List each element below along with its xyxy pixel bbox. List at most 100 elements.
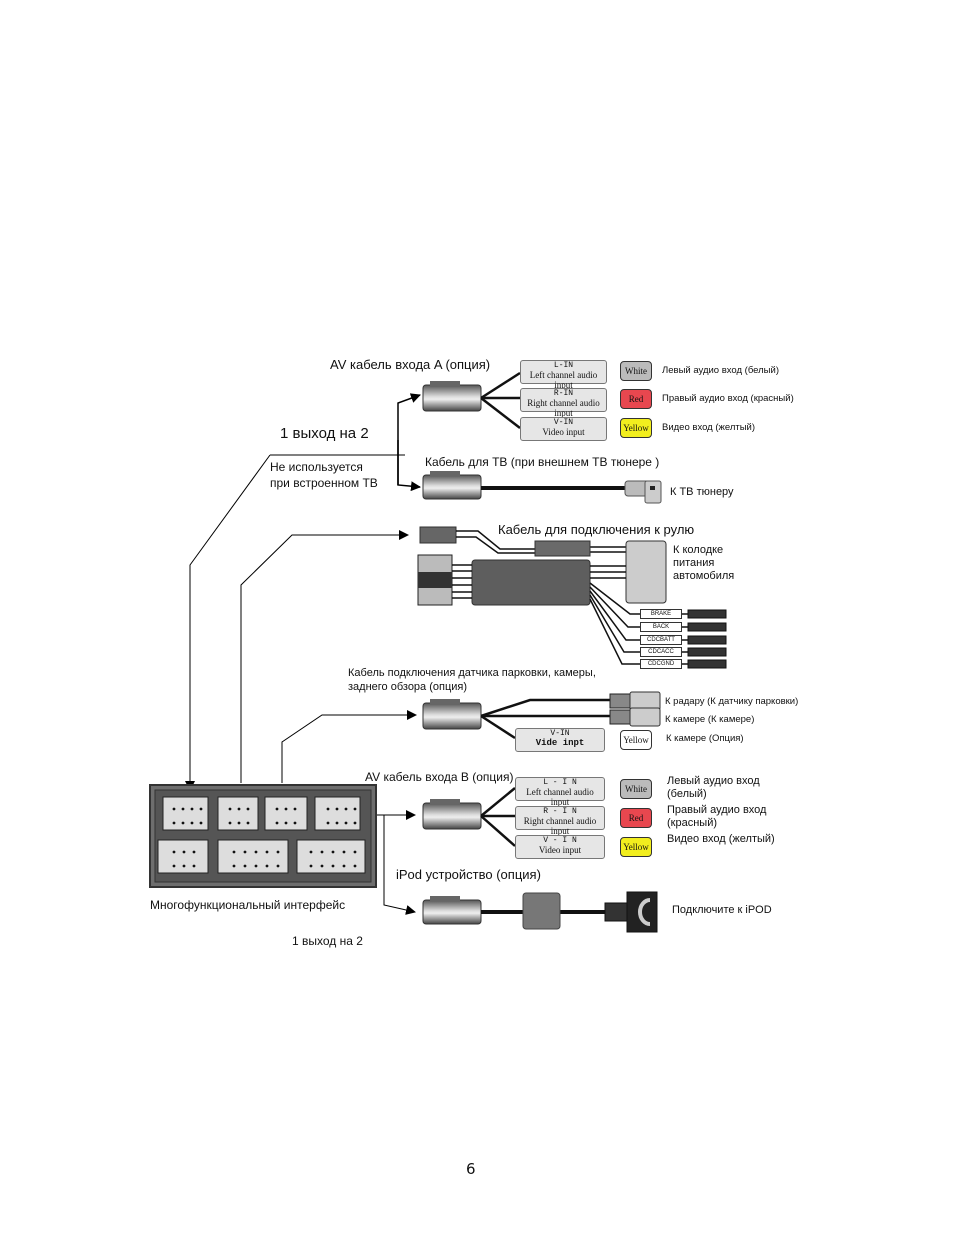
connector-pin bbox=[199, 807, 203, 811]
ipod-label: Подключите к iPOD bbox=[672, 904, 772, 916]
connector-pin bbox=[228, 807, 232, 811]
wire-label: BACK bbox=[640, 622, 682, 632]
wire-terminal bbox=[687, 659, 727, 669]
connector-pin bbox=[246, 821, 250, 825]
wire-terminal bbox=[687, 622, 727, 632]
page-number: 6 bbox=[466, 1160, 476, 1178]
wire-label: BRAKE bbox=[640, 609, 682, 619]
av-a-rca-plug: White bbox=[620, 361, 652, 381]
ipod-title: iPod устройство (опция) bbox=[396, 867, 541, 882]
parking-video-label: К камере (Опция) bbox=[666, 733, 744, 744]
connector-pin bbox=[243, 850, 247, 854]
connector-pin bbox=[199, 821, 203, 825]
camera-label: К камере (К камере) bbox=[665, 714, 755, 725]
av-b-input-label: Правый аудио вход bbox=[667, 804, 767, 816]
connector-pin bbox=[237, 821, 241, 825]
parking-video-box: V-IN Vide inpt bbox=[515, 728, 605, 752]
connector-pin bbox=[326, 807, 330, 811]
av-b-input-label-2: (белый) bbox=[667, 788, 707, 800]
wire-terminal bbox=[687, 635, 727, 645]
not-used-note-2: при встроенном ТВ bbox=[270, 476, 378, 490]
av-b-rca-plug: Yellow bbox=[620, 837, 652, 857]
connector-pin bbox=[265, 850, 269, 854]
av-cable-b-title: AV кабель входа B (опция) bbox=[365, 770, 514, 784]
av-a-input-label: Видео вход (желтый) bbox=[662, 422, 756, 433]
connector-pin bbox=[190, 821, 194, 825]
connector-pin bbox=[172, 807, 176, 811]
connector-pin bbox=[309, 850, 313, 854]
connector-pin bbox=[293, 821, 297, 825]
wire-terminal bbox=[687, 609, 727, 619]
connector-pin bbox=[232, 864, 236, 868]
connector-pin bbox=[228, 821, 232, 825]
connector-pin bbox=[284, 807, 288, 811]
connector-pin bbox=[331, 864, 335, 868]
connector-pin bbox=[353, 807, 357, 811]
connector-pin bbox=[335, 821, 339, 825]
av-b-input-label: Видео вход (желтый) bbox=[667, 833, 775, 845]
connector-pin bbox=[331, 850, 335, 854]
wire-label: CDCGND bbox=[640, 659, 682, 669]
tv-tuner-label: К ТВ тюнеру bbox=[670, 486, 734, 498]
ipod-dock-connector bbox=[604, 891, 658, 933]
connector-pin bbox=[353, 864, 357, 868]
connector-pin bbox=[254, 850, 258, 854]
connector-pin bbox=[181, 821, 185, 825]
connector-pin bbox=[293, 807, 297, 811]
connector-pin bbox=[172, 850, 176, 854]
connector-pin bbox=[276, 850, 280, 854]
tv-plug bbox=[422, 471, 482, 500]
connector-pin bbox=[275, 807, 279, 811]
interface-title: Многофункциональный интерфейс bbox=[150, 898, 346, 912]
connector-pin bbox=[254, 864, 258, 868]
not-used-note-1: Не используется bbox=[270, 460, 363, 474]
connector-pin bbox=[265, 864, 269, 868]
ipod-plug bbox=[422, 896, 482, 925]
multifunction-interface bbox=[149, 784, 377, 888]
arrow-ipod bbox=[383, 815, 416, 915]
av-a-plug bbox=[422, 381, 482, 412]
parking-plug bbox=[422, 699, 482, 730]
steering-cable-title: Кабель для подключения к рулю bbox=[498, 522, 695, 537]
connector-pin bbox=[353, 821, 357, 825]
av-b-rca-plug: Red bbox=[620, 808, 652, 828]
connector-pin bbox=[182, 864, 186, 868]
connector-pin bbox=[320, 850, 324, 854]
tv-cable-title: Кабель для ТВ (при внешнем ТВ тюнере ) bbox=[425, 455, 660, 469]
connector-pin bbox=[309, 864, 313, 868]
parking-cable-title-2: заднего обзора (опция) bbox=[348, 681, 468, 693]
av-a-input-label: Правый аудио вход (красный) bbox=[662, 393, 794, 404]
steering-cable bbox=[417, 526, 727, 669]
wire-label: CDCACC bbox=[640, 647, 682, 657]
split-label-top: 1 выход на 2 bbox=[280, 425, 369, 442]
arrow-to-interface-1 bbox=[185, 454, 271, 791]
wire-label: CDCBATT bbox=[640, 635, 682, 645]
connector-pin bbox=[326, 821, 330, 825]
connector-pin bbox=[344, 821, 348, 825]
routing-arrows bbox=[185, 393, 421, 915]
radar-connector bbox=[609, 691, 661, 711]
arrow-av-a bbox=[397, 393, 421, 485]
power-label-3: автомобиля bbox=[673, 570, 735, 582]
connector-pin bbox=[342, 864, 346, 868]
arrow-steering bbox=[240, 530, 409, 783]
connector-pin bbox=[344, 807, 348, 811]
connector-pin bbox=[172, 864, 176, 868]
connector-pin bbox=[232, 850, 236, 854]
tv-tuner-connector bbox=[624, 480, 662, 504]
camera-connector bbox=[609, 707, 661, 727]
radar-label: К радару (К датчику парковки) bbox=[665, 696, 799, 707]
connector-pin bbox=[182, 850, 186, 854]
connector-pin bbox=[172, 821, 176, 825]
connector-pin bbox=[276, 864, 280, 868]
connector-pin bbox=[192, 864, 196, 868]
av-b-input-label: Левый аудио вход bbox=[667, 775, 760, 787]
av-cable-a-title: AV кабель входа A (опция) bbox=[330, 357, 491, 372]
parking-yellow-plug: Yellow bbox=[620, 730, 652, 750]
connector-pin bbox=[246, 807, 250, 811]
connector-pin bbox=[353, 850, 357, 854]
